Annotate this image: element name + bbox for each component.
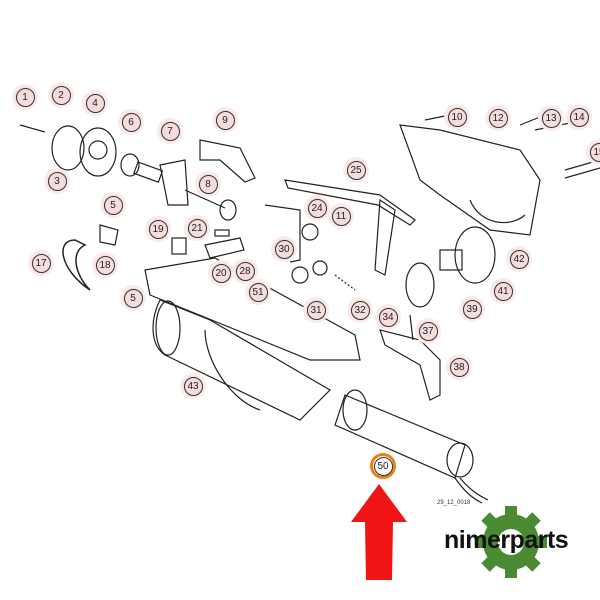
part-label[interactable]: 17 bbox=[31, 253, 51, 273]
part-label[interactable]: 4 bbox=[85, 93, 105, 113]
part-label[interactable]: 19 bbox=[148, 219, 168, 239]
part-label[interactable]: 32 bbox=[350, 300, 370, 320]
part-label[interactable]: 24 bbox=[307, 198, 327, 218]
part-label[interactable]: 7 bbox=[160, 121, 180, 141]
part-label[interactable]: 15 bbox=[589, 142, 600, 162]
part-label[interactable]: 6 bbox=[121, 112, 141, 132]
brand-logo-text: nimerparts bbox=[444, 526, 569, 554]
part-label[interactable]: 37 bbox=[418, 321, 438, 341]
part-label[interactable]: 39 bbox=[462, 299, 482, 319]
part-label[interactable]: 20 bbox=[211, 263, 231, 283]
housing-part bbox=[399, 124, 541, 236]
frame-part bbox=[144, 257, 361, 361]
part-label[interactable]: 51 bbox=[248, 282, 268, 302]
part-label[interactable]: 31 bbox=[306, 300, 326, 320]
hook-cover-part bbox=[51, 125, 85, 171]
part-label[interactable]: 28 bbox=[235, 261, 255, 281]
part-label[interactable]: 10 bbox=[447, 107, 467, 127]
hook-ring-part bbox=[79, 127, 117, 177]
part-label[interactable]: 9 bbox=[215, 110, 235, 130]
part-label[interactable]: 1 bbox=[15, 87, 35, 107]
part-label[interactable]: 30 bbox=[274, 239, 294, 259]
red-arrow-icon bbox=[351, 484, 407, 580]
part-label[interactable]: 14 bbox=[569, 107, 589, 127]
motor-housing-part bbox=[152, 299, 331, 421]
part-label[interactable]: 8 bbox=[198, 174, 218, 194]
highlighted-part-label[interactable]: 50 bbox=[373, 456, 393, 476]
date-code: 29_12_0018 bbox=[437, 500, 471, 506]
part-label[interactable]: 42 bbox=[509, 249, 529, 269]
part-label[interactable]: 34 bbox=[378, 307, 398, 327]
part-label[interactable]: 13 bbox=[541, 108, 561, 128]
part-label[interactable]: 38 bbox=[449, 357, 469, 377]
part-label[interactable]: 25 bbox=[346, 160, 366, 180]
part-label[interactable]: 3 bbox=[47, 171, 67, 191]
part-label[interactable]: 5 bbox=[103, 195, 123, 215]
part-label[interactable]: 11 bbox=[331, 206, 351, 226]
part-label[interactable]: 5 bbox=[123, 288, 143, 308]
part-label[interactable]: 41 bbox=[493, 281, 513, 301]
part-label[interactable]: 2 bbox=[51, 85, 71, 105]
part-label[interactable]: 43 bbox=[183, 376, 203, 396]
part-label[interactable]: 18 bbox=[95, 255, 115, 275]
gear-icon bbox=[475, 506, 547, 578]
screw-part bbox=[19, 124, 46, 133]
part-label[interactable]: 21 bbox=[187, 218, 207, 238]
part-label[interactable]: 12 bbox=[488, 108, 508, 128]
